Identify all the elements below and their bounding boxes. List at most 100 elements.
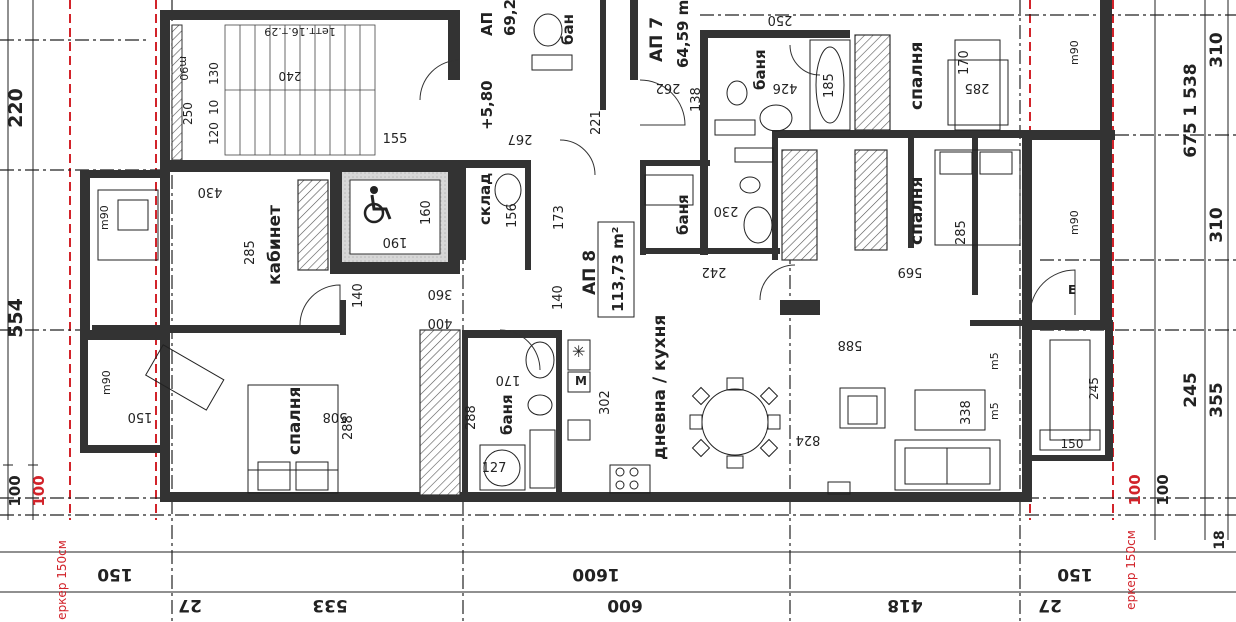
room-label-bath-top: баня: [751, 49, 769, 90]
dim-left-100-red: 100: [30, 475, 48, 506]
svg-text:127: 127: [482, 461, 507, 476]
svg-text:285: 285: [965, 80, 990, 95]
dim-left-554: 554: [5, 298, 27, 338]
bay-label-right: еркер 150см: [1124, 530, 1138, 610]
dim-bottom-27-left: 27: [178, 595, 202, 615]
room-label-bedroom-right-top: спалня: [907, 42, 927, 110]
svg-text:M: M: [575, 374, 587, 388]
furniture: [97, 13, 1101, 495]
svg-text:170: 170: [957, 50, 972, 75]
unit-ap7-name: АП 7: [647, 17, 667, 62]
dim-right-100: 100: [1154, 474, 1172, 505]
svg-text:m90: m90: [1068, 40, 1081, 65]
dim-right-245: 245: [1181, 372, 1201, 408]
svg-text:✳: ✳: [572, 342, 585, 361]
level-mark: +5,80: [478, 80, 496, 130]
svg-text:426: 426: [773, 80, 798, 95]
svg-text:285: 285: [243, 240, 258, 265]
svg-text:120: 120: [207, 122, 221, 145]
dim-right-355: 355: [1207, 382, 1227, 418]
dim-right-310-mid: 310: [1207, 207, 1227, 243]
svg-text:140: 140: [551, 285, 566, 310]
svg-text:m5: m5: [988, 402, 1001, 420]
svg-text:156: 156: [505, 203, 520, 228]
svg-text:338: 338: [959, 400, 974, 425]
room-label-cabinet: кабинет: [265, 205, 285, 285]
elevator-shaft: 160 190: [330, 160, 460, 274]
svg-text:508: 508: [323, 409, 348, 424]
svg-text:400: 400: [428, 315, 453, 330]
svg-text:824: 824: [796, 432, 821, 447]
svg-text:10: 10: [207, 100, 221, 115]
svg-text:221: 221: [589, 110, 604, 135]
svg-text:569: 569: [898, 264, 923, 279]
dim-bottom-418: 418: [887, 595, 923, 615]
room-labels: кабинет спалня дневна / кухня баня баня …: [265, 14, 927, 460]
room-label-bath-center: баня: [498, 394, 516, 435]
svg-text:245: 245: [1087, 377, 1101, 400]
unit-ap8-area: 113,73 m²: [609, 227, 627, 312]
stair-core: 1етт.16.т.29 240 250 130 10 120 m90: [160, 10, 460, 172]
electric-panel-label: E: [1068, 283, 1076, 297]
svg-text:185: 185: [822, 73, 837, 98]
room-label-bedroom-right-mid: спалня: [907, 177, 927, 245]
svg-text:1етт.16.т.29: 1етт.16.т.29: [264, 25, 335, 38]
svg-text:360: 360: [428, 286, 453, 301]
inner-dimensions: 430 285 360 400 508 288 150 302 288 170 …: [98, 12, 1101, 476]
unit-labels: АП 8 113,73 m² АП 7 64,59 m АП 69,2 +5,8…: [478, 0, 692, 318]
dim-left-220: 220: [5, 88, 27, 128]
svg-text:m90: m90: [177, 56, 190, 81]
room-label-living: дневна / кухня: [650, 315, 670, 460]
svg-text:230: 230: [714, 203, 739, 218]
svg-text:130: 130: [207, 62, 221, 85]
bottom-dimension-chains: 150 1600 150 27 533 600 418 27 еркер 150…: [0, 474, 1236, 620]
right-dimension-chain: 310 1 538 675 310 245 355 100 18: [1154, 0, 1229, 550]
interior-walls: [92, 0, 1102, 495]
svg-text:262: 262: [656, 80, 681, 95]
room-label-storage: склад: [476, 173, 494, 225]
dim-right-1538: 1 538: [1181, 63, 1201, 116]
dim-right-675: 675: [1181, 122, 1201, 158]
svg-text:240: 240: [279, 69, 302, 83]
ventilation-shafts: [297, 34, 891, 496]
svg-text:m5: m5: [988, 352, 1001, 370]
svg-text:150: 150: [1061, 437, 1084, 451]
svg-text:250: 250: [181, 102, 195, 125]
dim-right-18: 18: [1212, 530, 1228, 549]
svg-text:190: 190: [383, 234, 408, 249]
svg-text:588: 588: [838, 337, 863, 352]
dim-bottom-600: 600: [607, 595, 643, 615]
svg-text:150: 150: [128, 409, 153, 424]
dim-bottom-533: 533: [312, 595, 348, 615]
dim-bottom-150-left: 150: [97, 564, 133, 584]
dim-bottom-150-right: 150: [1057, 564, 1093, 584]
dim-left-100: 100: [6, 475, 24, 506]
svg-text:m90: m90: [98, 205, 111, 230]
unit-ap-top-area: 69,2: [501, 0, 519, 36]
svg-text:173: 173: [552, 205, 567, 230]
svg-text:242: 242: [702, 264, 727, 279]
svg-text:285: 285: [954, 220, 969, 245]
svg-text:140: 140: [351, 283, 366, 308]
dim-bottom-1600: 1600: [572, 564, 619, 584]
left-dimension-chain: 220 554 100 100: [3, 0, 48, 520]
svg-text:170: 170: [496, 372, 521, 387]
svg-text:302: 302: [598, 390, 613, 415]
room-label-bath-top-left: бан: [559, 14, 577, 45]
unit-ap8-name: АП 8: [580, 250, 600, 295]
svg-text:430: 430: [198, 184, 223, 199]
svg-text:288: 288: [464, 405, 479, 430]
unit-ap-top-name: АП: [478, 12, 496, 36]
room-label-bath-mid: баня: [674, 194, 692, 235]
dim-right-100-red: 100: [1126, 474, 1144, 505]
svg-text:138: 138: [689, 87, 704, 112]
svg-text:288: 288: [341, 415, 356, 440]
door-swings: [299, 44, 1076, 371]
wheelchair-icon: [363, 186, 392, 224]
svg-text:m90: m90: [1068, 210, 1081, 235]
unit-ap7-area: 64,59 m: [674, 0, 692, 68]
svg-text:267: 267: [508, 131, 533, 146]
bay-label-left: еркер 150см: [55, 540, 69, 620]
svg-text:160: 160: [419, 200, 434, 225]
